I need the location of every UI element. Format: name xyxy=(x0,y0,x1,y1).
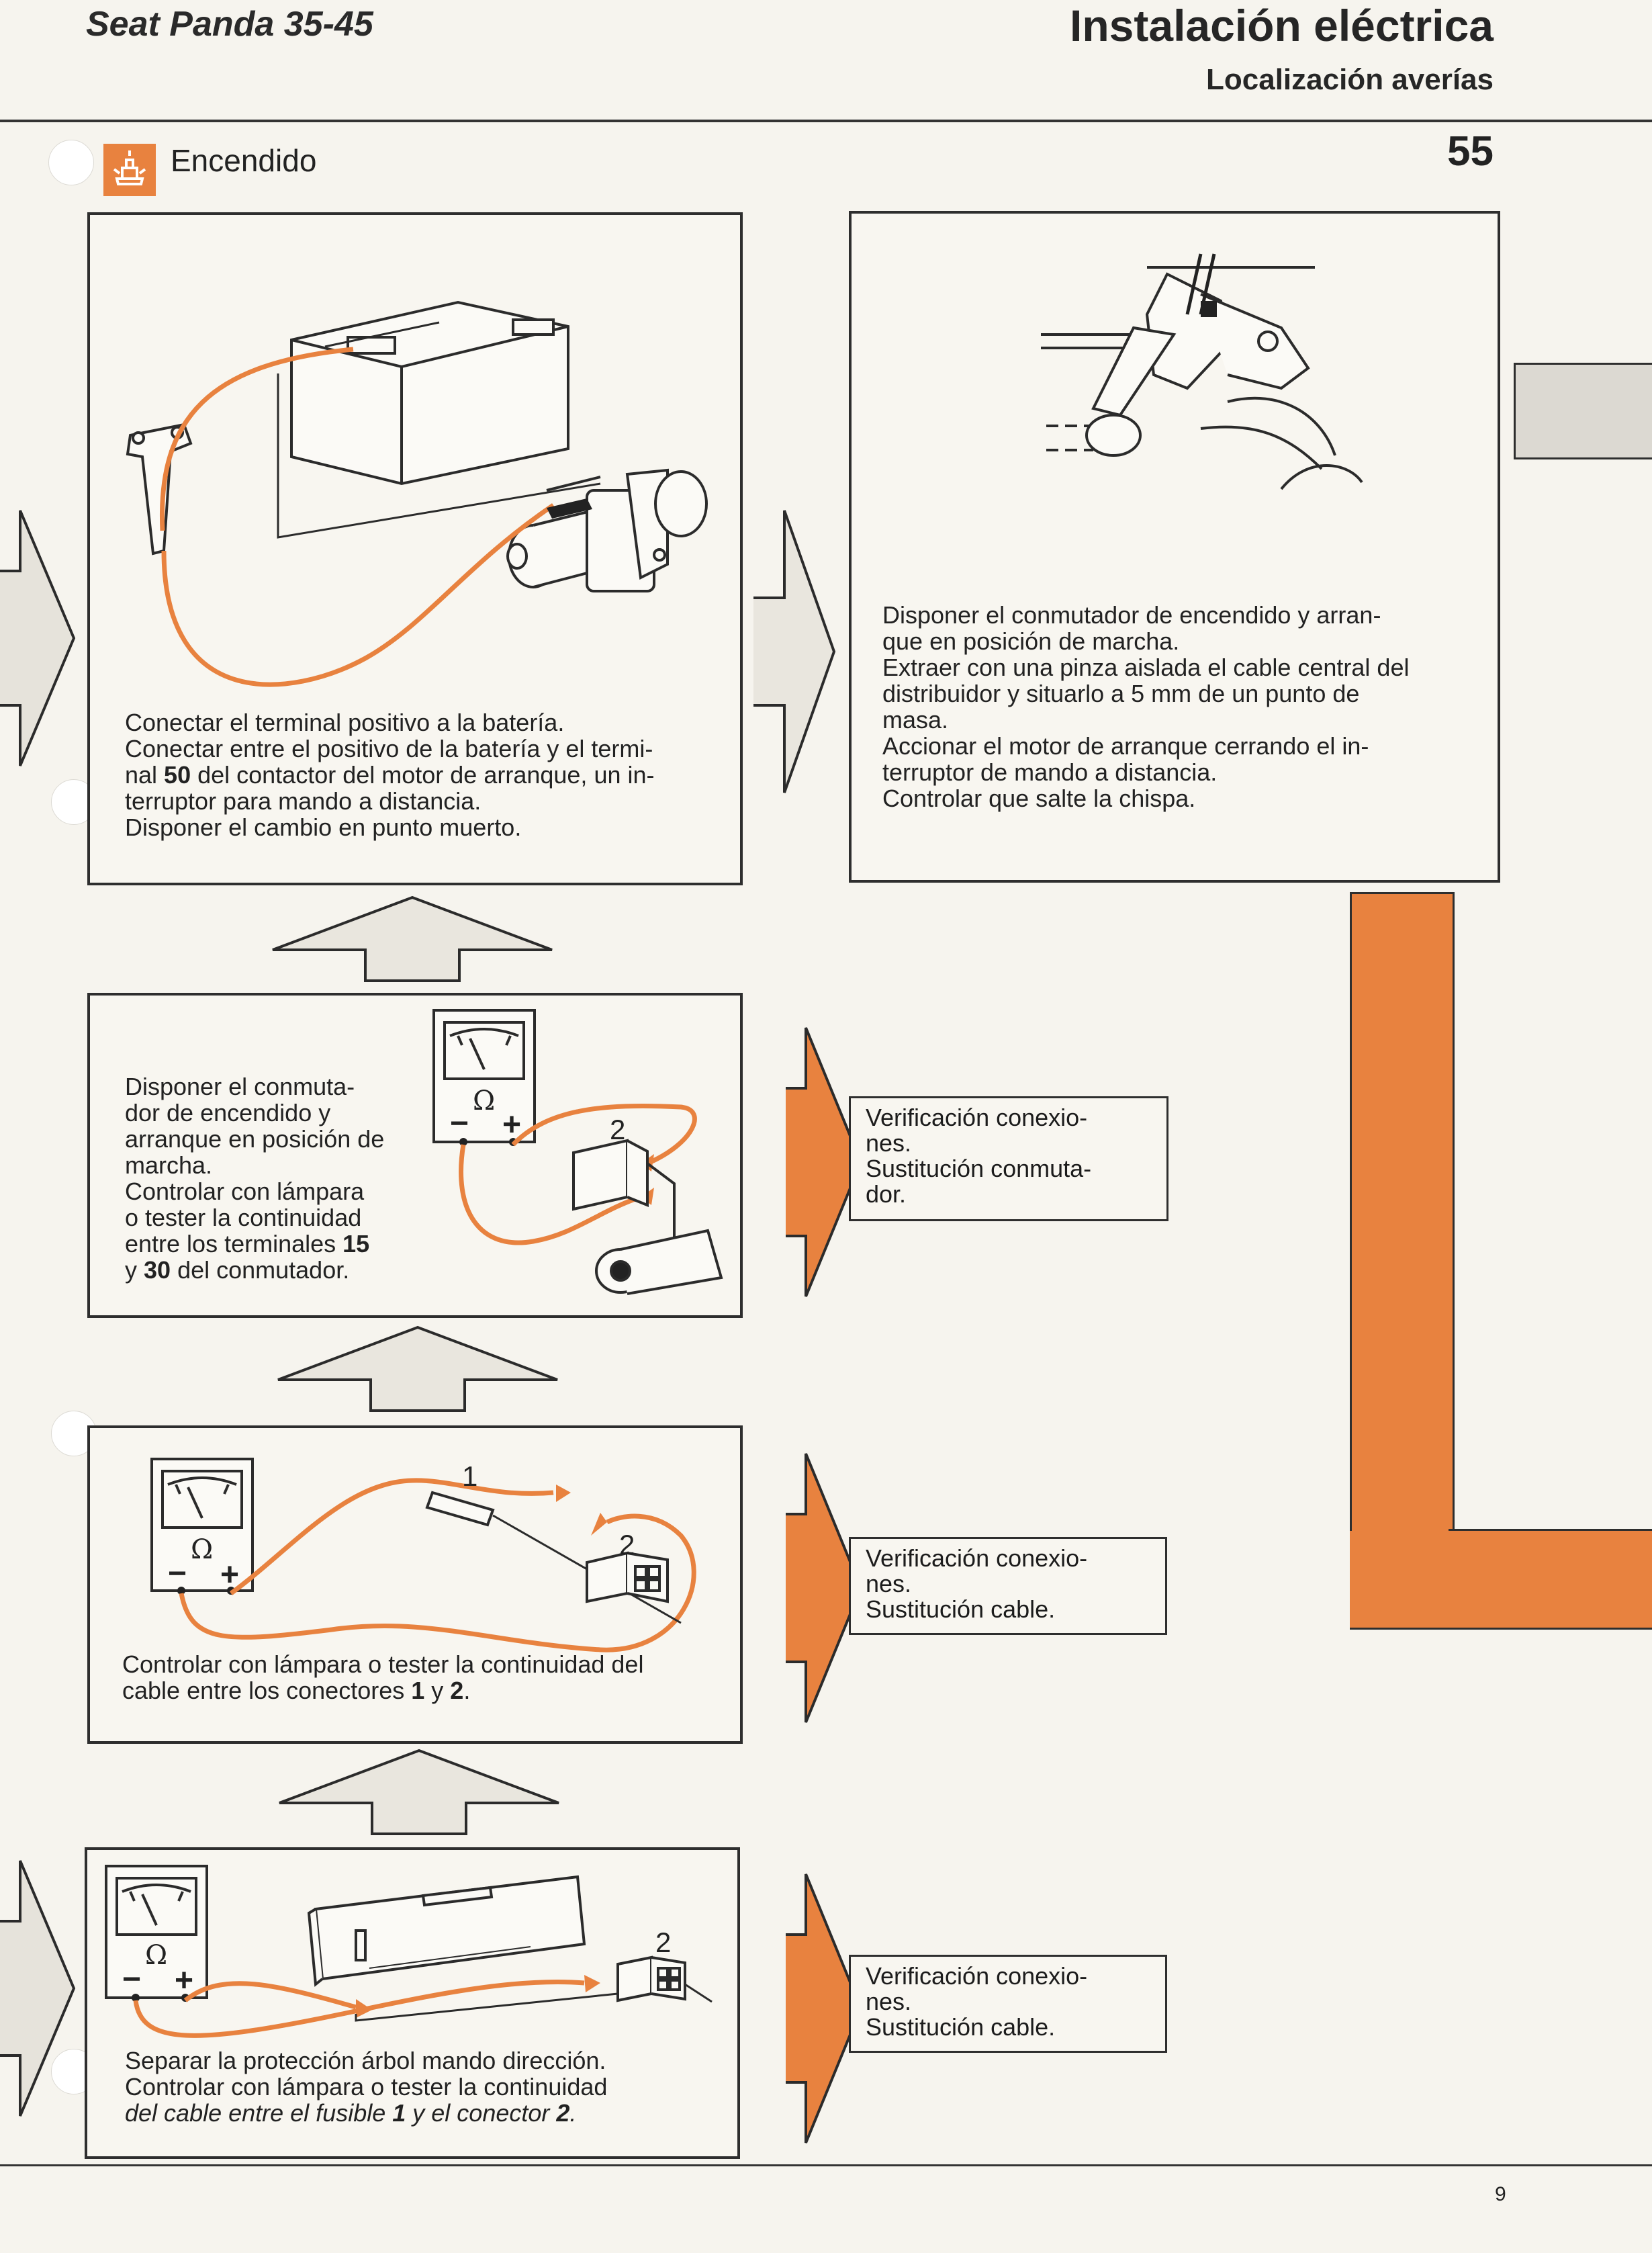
punch-hole xyxy=(48,140,94,185)
manual-model: Seat Panda 35-45 xyxy=(86,5,373,44)
step-box-fuse-continuity: Ω − + 2 Separar la protección árbol man xyxy=(85,1847,740,2159)
arrow-up-outline xyxy=(279,1749,559,1835)
footer-rule xyxy=(0,2164,1652,2166)
connector-label: 1 xyxy=(462,1460,477,1492)
step-text: Disponer el conmuta- dor de encendido y … xyxy=(125,1073,385,1284)
section-label: Encendido xyxy=(171,143,317,178)
switch-connector-illustration xyxy=(572,1139,723,1295)
svg-text:−: − xyxy=(122,1961,141,1997)
arrow-right-outline xyxy=(753,510,836,793)
page-subtitle: Localización averías xyxy=(1206,63,1494,96)
starter-motor-illustration xyxy=(506,468,708,592)
step-box-cable-continuity: Ω − + 1 2 Controlar con lámpara o tester… xyxy=(87,1425,743,1744)
svg-text:Ω: Ω xyxy=(191,1534,213,1565)
switch-test-illustration: Ω − + 2 xyxy=(432,1009,723,1295)
step-text: Disponer el conmutador de encendido y ar… xyxy=(882,601,1410,812)
connector-label: 2 xyxy=(655,1927,671,1958)
ohmmeter-icon xyxy=(432,1009,536,1143)
distributor-illustration xyxy=(1041,253,1363,490)
step-box-switch-continuity: Disponer el conmuta- dor de encendido y … xyxy=(87,993,743,1318)
fuse-box-illustration xyxy=(307,1875,586,1987)
edge-tab xyxy=(1514,363,1652,459)
ohmmeter-icon xyxy=(150,1458,254,1592)
page-title: Instalación eléctrica xyxy=(1070,1,1494,50)
step-box-battery: Conectar el terminal positivo a la bater… xyxy=(87,212,743,885)
result-box: Verificación conexio- nes. Sustitución c… xyxy=(849,1955,1167,2053)
step-text: Controlar con lámpara o tester la contin… xyxy=(122,1650,644,1704)
fuse-test-illustration: Ω − + 2 xyxy=(105,1865,713,2038)
connector-label: 2 xyxy=(610,1114,625,1145)
fuse-illustration xyxy=(425,1491,495,1527)
svg-text:+: + xyxy=(175,1963,193,1998)
footer-page-number: 9 xyxy=(1495,2183,1506,2205)
arrow-up-outline xyxy=(277,1325,558,1412)
battery-illustration xyxy=(290,300,569,486)
step-number: 55 xyxy=(1447,128,1494,175)
arrow-edge-left xyxy=(0,1860,76,2117)
svg-text:−: − xyxy=(450,1106,469,1141)
cable-test-illustration: Ω − + 1 2 xyxy=(150,1458,696,1652)
svg-text:Ω: Ω xyxy=(145,1940,167,1971)
header-rule xyxy=(0,120,1652,122)
arrow-edge-left xyxy=(0,510,76,766)
svg-text:+: + xyxy=(502,1107,521,1143)
flow-bar-fill xyxy=(1352,894,1449,1624)
svg-text:−: − xyxy=(168,1556,187,1591)
battery-starter-illustration xyxy=(126,300,708,687)
connector-label: 2 xyxy=(619,1529,635,1560)
result-box: Verificación conexio- nes. Sustitución c… xyxy=(849,1537,1167,1635)
step-text: Separar la protección árbol mando direcc… xyxy=(125,2047,608,2127)
step-text: Conectar el terminal positivo a la bater… xyxy=(125,709,655,841)
ohmmeter-icon xyxy=(105,1865,208,1999)
step-box-spark-test: Disponer el conmutador de encendido y ar… xyxy=(849,211,1500,883)
result-box: Verificación conexio- nes. Sustitución c… xyxy=(849,1096,1168,1221)
arrow-up-outline xyxy=(272,895,553,982)
connector-illustration xyxy=(616,1955,713,2003)
remote-switch-illustration xyxy=(126,423,193,556)
ignition-icon xyxy=(103,144,156,196)
ohm-symbol: Ω xyxy=(473,1086,495,1116)
